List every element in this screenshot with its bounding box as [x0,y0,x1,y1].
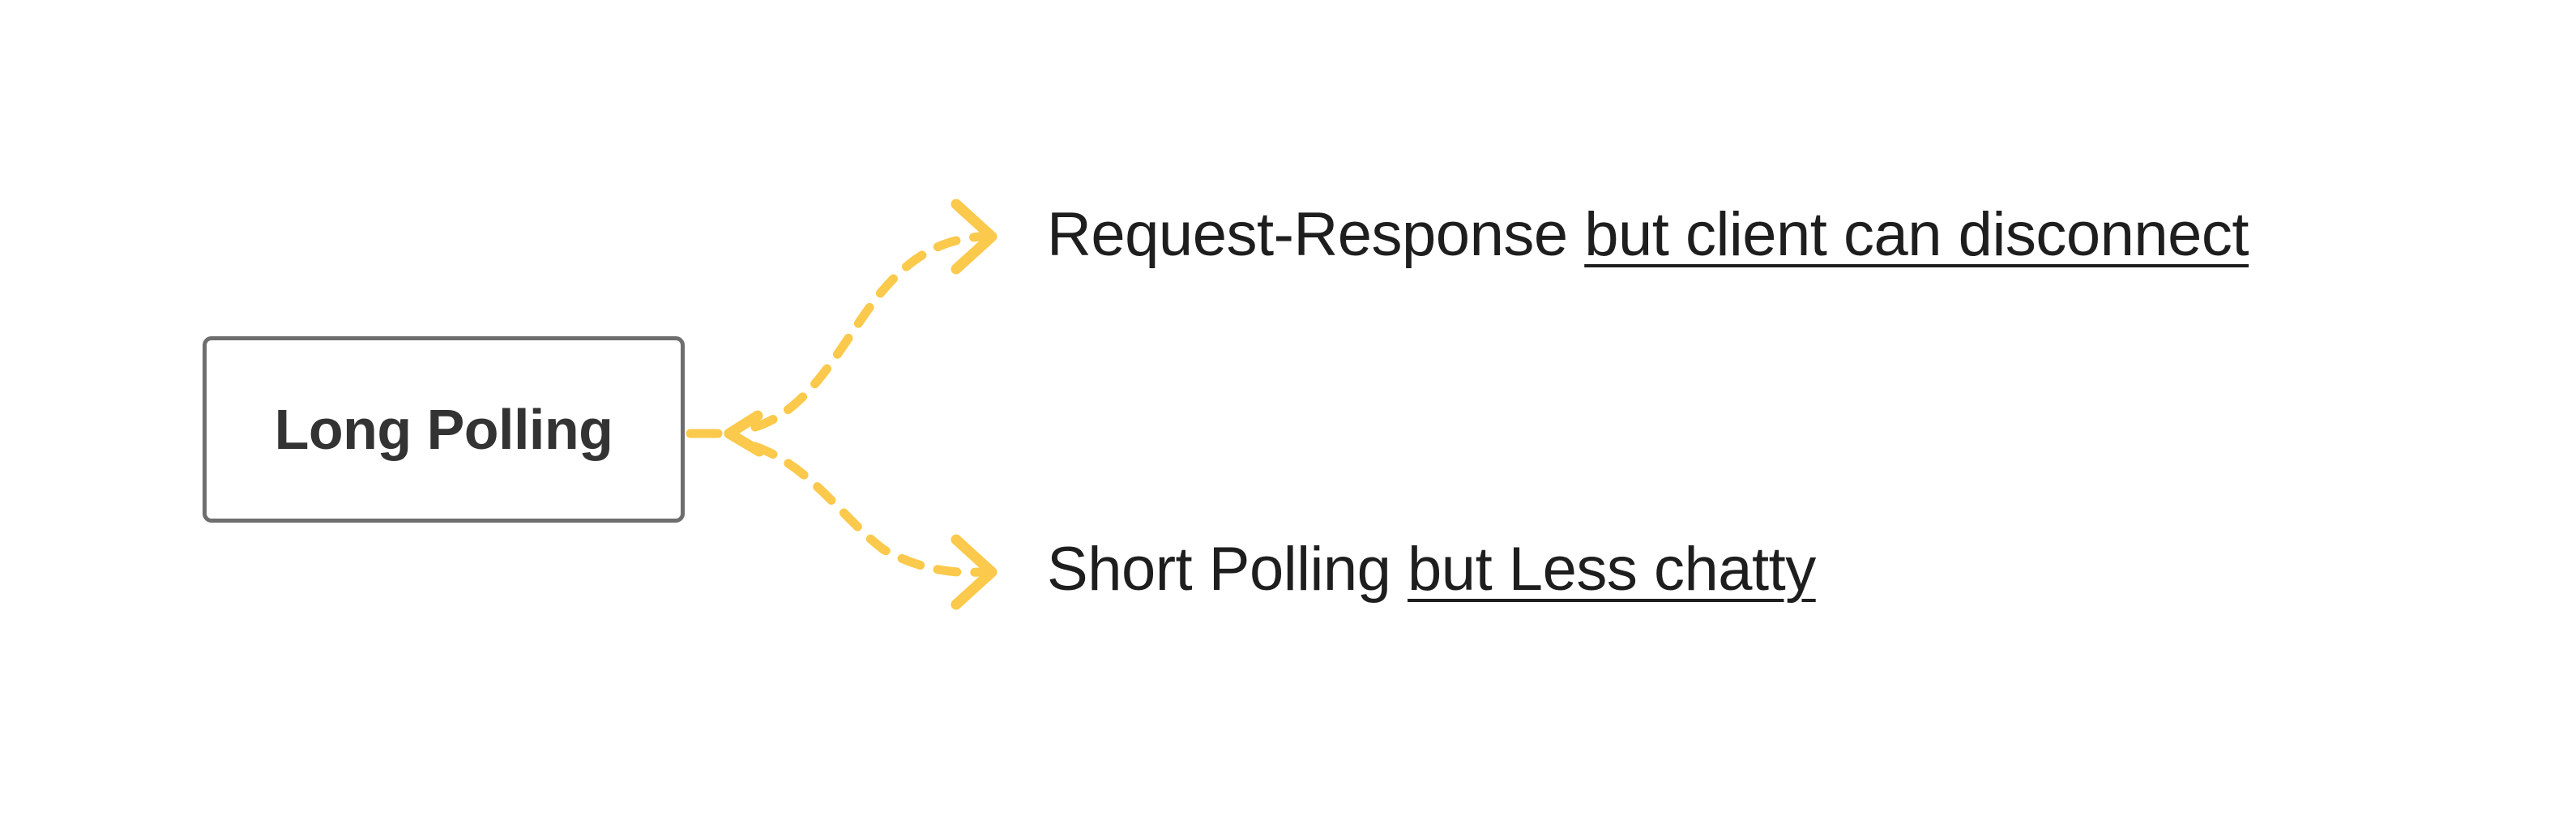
branch-label-underlined-text: but client can disconnect [1584,200,2249,269]
branch-arrow-request-response [750,199,998,432]
branch-arrow-short-polling [750,442,998,610]
branch-label-underlined-text: but Less chatty [1408,535,1816,604]
branch-label-short-polling[interactable]: Short Polling but Less chatty [1047,539,1816,600]
junction-left-chevron-icon [724,410,765,457]
root-node-label: Long Polling [274,398,613,461]
branch-label-request-response[interactable]: Request-Response but client can disconne… [1047,204,2249,266]
branch-label-plain-text: Request-Response [1047,200,1585,269]
branch-label-plain-text: Short Polling [1047,535,1408,604]
root-node-long-polling[interactable]: Long Polling [203,336,685,523]
